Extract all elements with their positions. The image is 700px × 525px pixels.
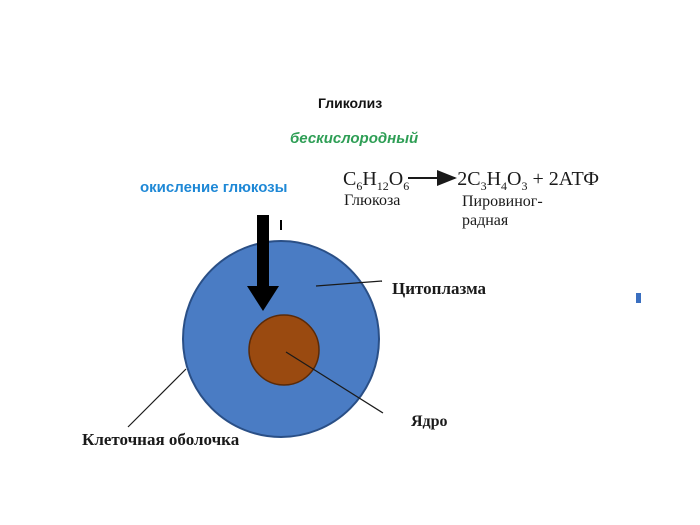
nucleus-label: Ядро — [411, 413, 448, 430]
reactant-formula: C6H12O6 — [343, 168, 410, 193]
reactant-name: Глюкоза — [344, 192, 401, 209]
membrane-leader-line — [127, 368, 187, 428]
membrane-label: Клеточная оболочка — [82, 430, 240, 449]
cytoplasm-leader-line — [315, 280, 383, 287]
glucose-arrow-head — [247, 286, 279, 311]
product-formula: 2C3H4O3 + 2АТФ — [457, 168, 600, 193]
cytoplasm-label: Цитоплазма — [392, 279, 487, 298]
diagram-title: Гликолиз — [318, 95, 383, 111]
diagram-subtitle: бескислородный — [290, 130, 419, 147]
edge-marker — [636, 293, 641, 303]
glucose-arrow-shaft — [257, 215, 269, 287]
product-name: Пировиног-радная — [462, 193, 543, 229]
process-label: окисление глюкозы — [140, 179, 288, 196]
nucleus-circle — [248, 314, 320, 386]
nucleus-leader-line — [285, 351, 384, 414]
glucose-arrow-tick — [280, 220, 282, 230]
reaction-equation: C6H12O6 2C3H4O3 + 2АТФ — [343, 168, 599, 194]
